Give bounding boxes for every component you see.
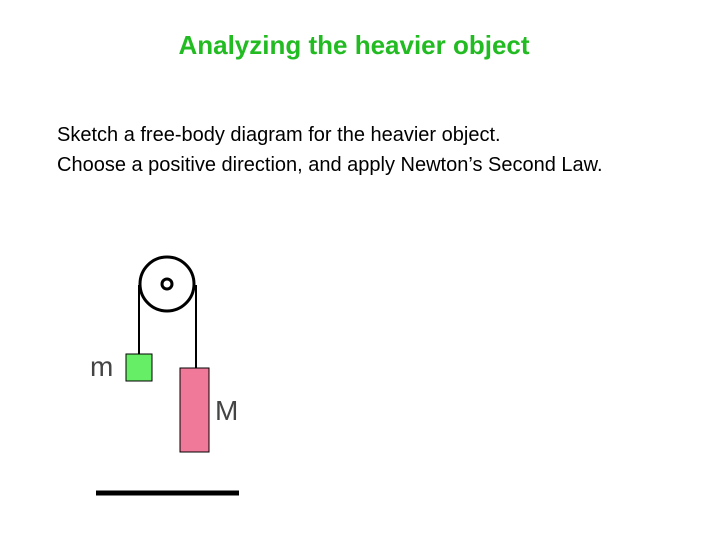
heavy-mass-block (179, 367, 210, 453)
body-line-1: Sketch a free-body diagram for the heavi… (57, 124, 501, 146)
light-mass-block (125, 353, 153, 382)
heavy-mass-label: M (215, 395, 238, 426)
slide-body: Sketch a free-body diagram for the heavi… (57, 120, 697, 180)
body-line-2: Choose a positive direction, and apply N… (57, 154, 603, 176)
pulley-axle (160, 277, 174, 291)
slide-title: Analyzing the heavier object (178, 30, 530, 60)
light-mass-label: m (90, 351, 113, 382)
